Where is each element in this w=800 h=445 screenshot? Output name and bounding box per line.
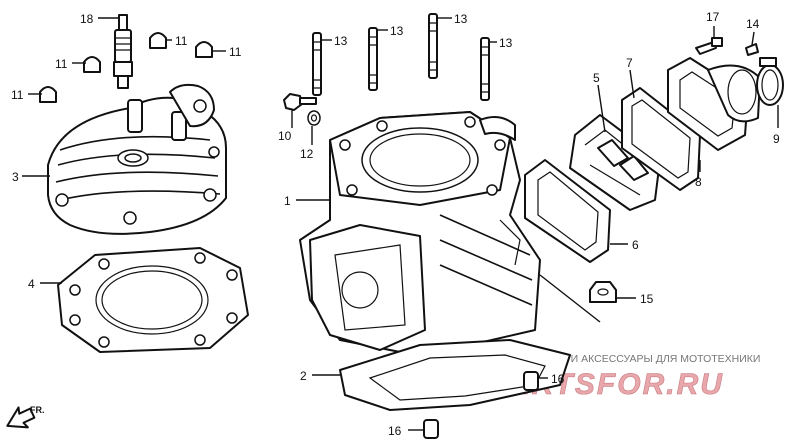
head-gasket (57, 247, 249, 353)
callout-17: 17 (706, 10, 720, 24)
callout-11: 11 (229, 45, 242, 59)
callout-13: 13 (334, 34, 348, 48)
callout-18: 18 (80, 12, 94, 26)
callout-2: 2 (300, 369, 307, 383)
callout-15: 15 (640, 292, 654, 306)
front-label: FR. (30, 405, 45, 415)
callout-12: 12 (300, 147, 314, 161)
callout-16: 16 (388, 424, 402, 438)
watermark-tagline: ЗАПЧАСТИ И АКСЕССУАРЫ ДЛЯ МОТОТЕХНИКИ (512, 353, 760, 365)
dowel-pins (423, 371, 539, 439)
callout-8: 8 (695, 175, 702, 189)
leader-lines (22, 17, 779, 431)
callout-6: 6 (632, 238, 639, 252)
callout-4: 4 (28, 277, 35, 291)
stud-bolts (312, 13, 490, 101)
callout-labels: 18 11 11 11 11 3 4 13 13 13 13 10 12 1 2… (11, 10, 780, 438)
reed-valve-assembly (524, 37, 784, 263)
callout-13: 13 (499, 36, 513, 50)
callout-14: 14 (746, 17, 760, 31)
bolt-and-washer (283, 93, 321, 126)
callout-10: 10 (278, 129, 292, 143)
cap-nuts (39, 32, 213, 103)
cylinder-head (47, 83, 227, 235)
callout-5: 5 (593, 71, 600, 85)
callout-11: 11 (11, 88, 24, 102)
callout-3: 3 (12, 170, 19, 184)
callout-9: 9 (773, 132, 780, 146)
front-direction-marker: FR. (6, 405, 45, 429)
cylinder (299, 111, 541, 353)
callout-13: 13 (390, 24, 404, 38)
spark-plug (113, 14, 133, 89)
callout-11: 11 (175, 34, 188, 48)
callout-13: 13 (454, 12, 468, 26)
callout-11: 11 (55, 57, 68, 71)
callout-16: 16 (551, 372, 565, 386)
callout-7: 7 (626, 56, 633, 70)
flange-nut (589, 281, 617, 303)
base-gasket (339, 339, 571, 411)
callout-1: 1 (284, 194, 291, 208)
